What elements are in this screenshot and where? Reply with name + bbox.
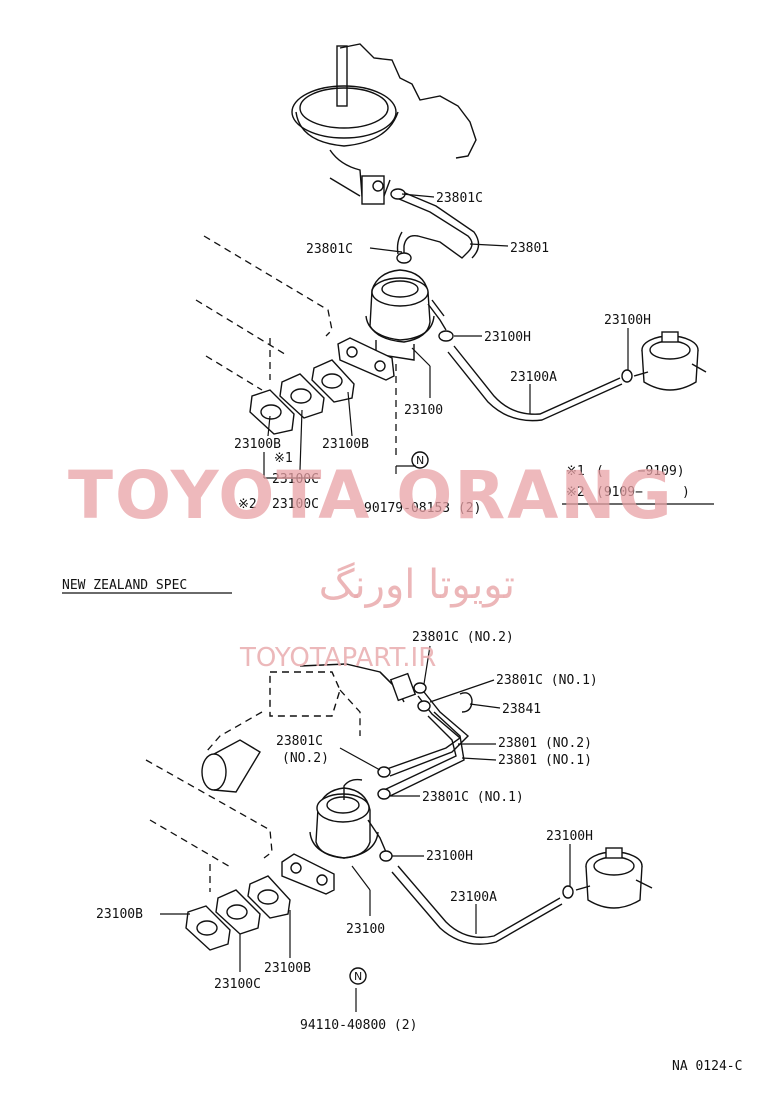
- label-23801-no1: 23801 (NO.1): [498, 753, 592, 768]
- legend-row1-mark: ※1: [566, 464, 585, 479]
- label-23100: 23100: [404, 403, 443, 418]
- new-part-symbol-top: [411, 451, 429, 469]
- label-23801c-no1-top: 23801C (NO.1): [496, 673, 598, 688]
- fuel-filter-drawing: [633, 331, 707, 391]
- legend-row2-mark: ※2: [566, 485, 585, 500]
- bottom-diagram: NEW ZEALAND SPEC: [62, 578, 653, 1033]
- vapor-hose-23801-drawing: [390, 188, 480, 264]
- engine-block-bottom-drawing: [145, 663, 417, 892]
- label-23100c-1: 23100C: [272, 472, 319, 487]
- label-23100c-bottom: 23100C: [214, 977, 261, 992]
- label-23801c-no1-lower: 23801C (NO.1): [422, 790, 524, 805]
- section-title-new-zealand: NEW ZEALAND SPEC: [62, 578, 187, 593]
- label-23100c-2: 23100C: [272, 497, 319, 512]
- label-23100-bottom: 23100: [346, 922, 385, 937]
- label-bolt-94110: 94110-40800 (2): [300, 1018, 417, 1033]
- new-part-symbol-top-text: N: [416, 454, 424, 467]
- fuel-filter-bottom-drawing: [575, 847, 653, 909]
- gaskets-drawing: [249, 359, 355, 435]
- new-part-symbol-bottom-text: N: [354, 970, 362, 983]
- gaskets-bottom-drawing: [185, 875, 291, 951]
- label-23100b-left: 23100B: [234, 437, 281, 452]
- watermark-url: TOYOTAPART.IR: [239, 643, 436, 673]
- fuel-hose-bottom-drawing: [391, 865, 574, 945]
- bottom-leader-lines: [160, 645, 571, 1012]
- legend-row1-text: ( −9109): [596, 464, 685, 479]
- label-23100h-filter-bottom: 23100H: [546, 829, 593, 844]
- label-23801c-left-sub: (NO.2): [282, 751, 329, 766]
- label-23841: 23841: [502, 702, 541, 717]
- distributor-assembly-drawing: [291, 43, 477, 205]
- label-23100h-pump: 23100H: [484, 330, 531, 345]
- new-part-symbol-bottom: [349, 967, 367, 985]
- label-23100b-left-bottom: 23100B: [96, 907, 143, 922]
- label-23100a-bottom: 23100A: [450, 890, 497, 905]
- label-bolt-90179: 90179-08153 (2): [364, 501, 481, 516]
- watermark: TOYOTA ORANG تویوتا اورنگ TOYOTAPART.IR: [68, 457, 674, 673]
- label-23801c-left: 23801C: [276, 734, 323, 749]
- label-23100b-right-bottom: 23100B: [264, 961, 311, 976]
- fuel-pump-bottom-drawing: [281, 778, 393, 895]
- label-23100a: 23100A: [510, 370, 557, 385]
- label-23801-no2: 23801 (NO.2): [498, 736, 592, 751]
- top-diagram: N 23801C 23801C 23801 23100H 23100H 2310…: [195, 43, 714, 516]
- engine-block-outline: [195, 235, 397, 460]
- top-leader-lines: [263, 193, 714, 505]
- label-23801: 23801: [510, 241, 549, 256]
- label-mark2: ※2: [238, 497, 257, 512]
- legend-row2-text: (9109− ): [596, 485, 690, 500]
- label-23100b-right: 23100B: [322, 437, 369, 452]
- label-23801c-no2-top: 23801C (NO.2): [412, 630, 514, 645]
- watermark-brand: TOYOTA ORANG: [68, 457, 674, 534]
- vapor-hoses-bottom-drawing: [377, 682, 473, 800]
- label-23801c-upper: 23801C: [436, 191, 483, 206]
- label-23100h-pump-bottom: 23100H: [426, 849, 473, 864]
- fuel-pump-23100-drawing: [337, 269, 454, 381]
- label-23801c-lower: 23801C: [306, 242, 353, 257]
- fuel-hose-23100A-drawing: [447, 345, 633, 422]
- label-mark1: ※1: [274, 451, 293, 466]
- watermark-persian: تویوتا اورنگ: [319, 562, 515, 608]
- figure-code: NA 0124-C: [672, 1059, 742, 1074]
- label-23100h-filter: 23100H: [604, 313, 651, 328]
